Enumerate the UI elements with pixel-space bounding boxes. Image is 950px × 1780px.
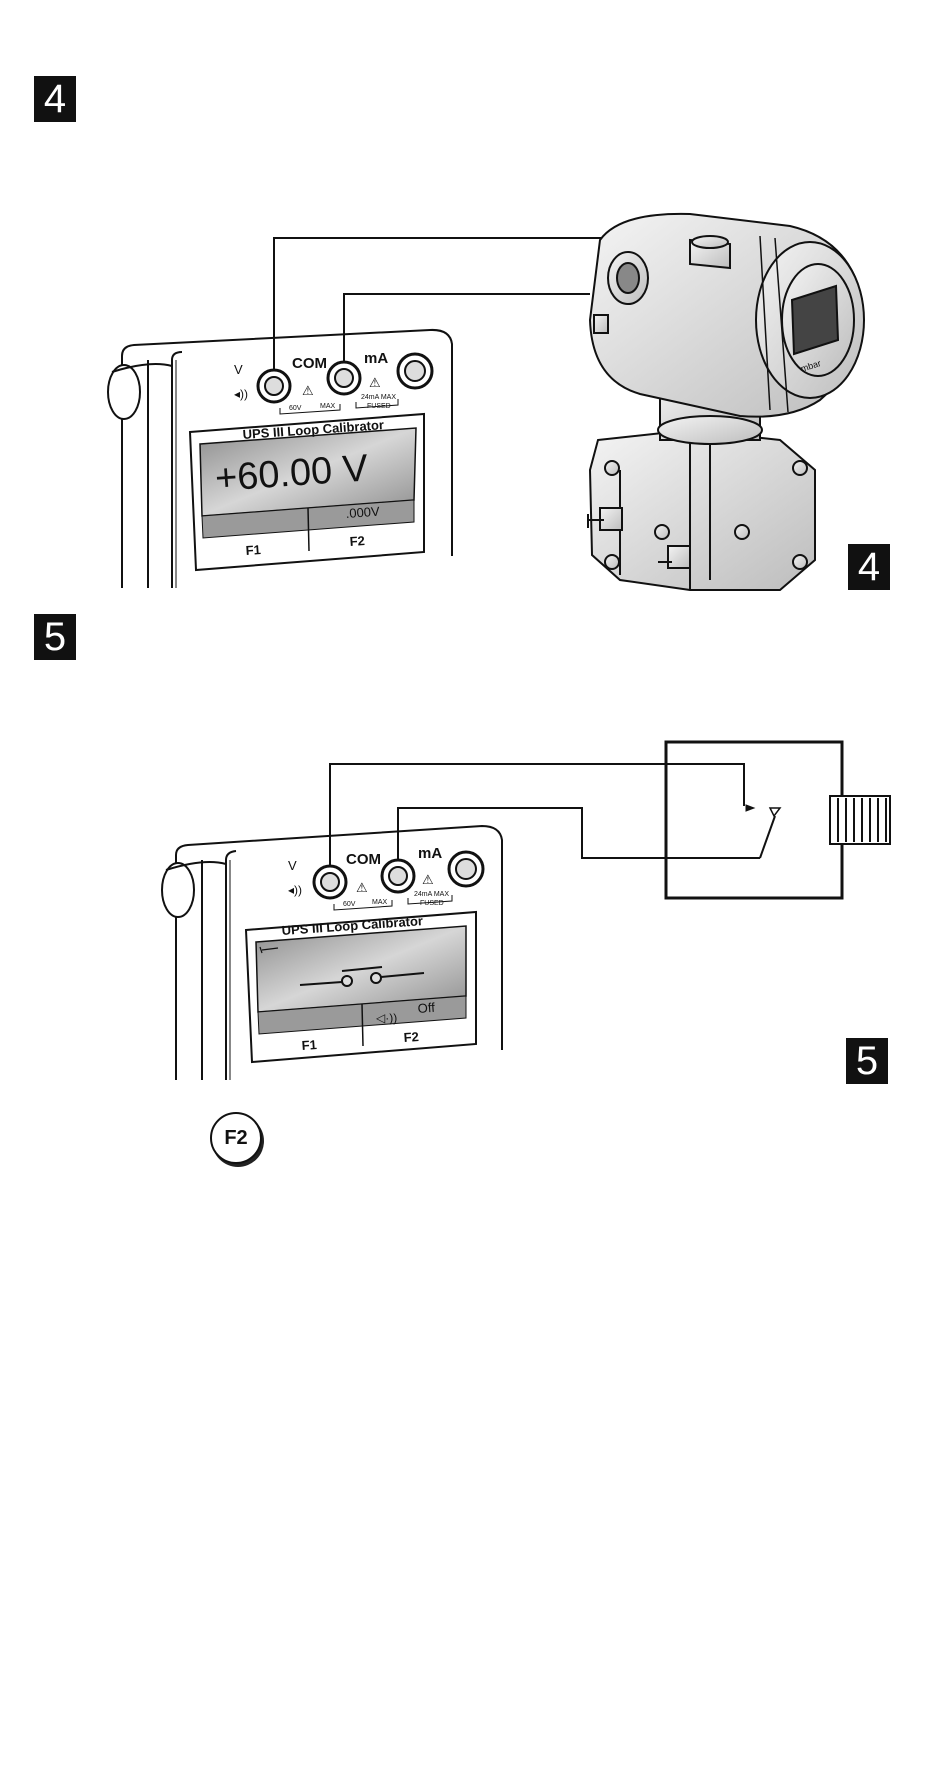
- buzzer-icon: ◂)): [288, 883, 302, 897]
- buzzer-icon: ◂)): [234, 387, 248, 401]
- f2-status-label: Off: [417, 1000, 435, 1016]
- display-sub-reading: .000V: [345, 504, 380, 521]
- rating-max-label-fig4: MAX: [320, 403, 336, 410]
- jack-com-label-fig5: COM: [346, 851, 381, 868]
- rating-max-label-fig5: MAX: [372, 899, 388, 906]
- softkey-f1-label-fig4: F1: [245, 542, 261, 558]
- pressure-transmitter: [588, 214, 864, 590]
- jack-com-label-fig4: COM: [292, 355, 327, 372]
- jack-ma-label-fig4: mA: [364, 350, 388, 367]
- f2-key-icon: F2: [210, 1112, 262, 1164]
- pressure-switch: [666, 742, 890, 898]
- jack-ma-label-fig5: mA: [418, 845, 442, 862]
- rating-fused-label-fig5: FUSED: [420, 900, 444, 907]
- warning-icon: ⚠: [356, 880, 368, 895]
- figure-4: V ◂)) COM mA ⚠ ⚠ 60V MAX 24mA MAX FUSED …: [108, 214, 864, 590]
- jack-v-label-fig5: V: [288, 858, 297, 873]
- softkey-f2-label-fig4: F2: [349, 533, 365, 549]
- rating-v-label-fig4: 60V: [289, 405, 302, 412]
- rating-v-label-fig5: 60V: [343, 901, 356, 908]
- rating-ma-label-fig5: 24mA MAX: [414, 891, 449, 898]
- jack-v-label-fig4: V: [234, 362, 243, 377]
- warning-icon: ⚠: [302, 383, 314, 398]
- warning-icon: ⚠: [422, 872, 434, 887]
- warning-icon: ⚠: [369, 375, 381, 390]
- softkey-f1-label-fig5: F1: [301, 1037, 317, 1053]
- figure-5: V ◂)) COM mA ⚠ ⚠ 60V MAX 24mA MAX FUSED: [162, 742, 890, 1080]
- display-fig5: ◁·)): [246, 912, 476, 1062]
- speaker-icon: ◁·)): [376, 1011, 397, 1025]
- rating-ma-label-fig4: 24mA MAX: [361, 394, 396, 401]
- softkey-f2-label-fig5: F2: [403, 1029, 419, 1045]
